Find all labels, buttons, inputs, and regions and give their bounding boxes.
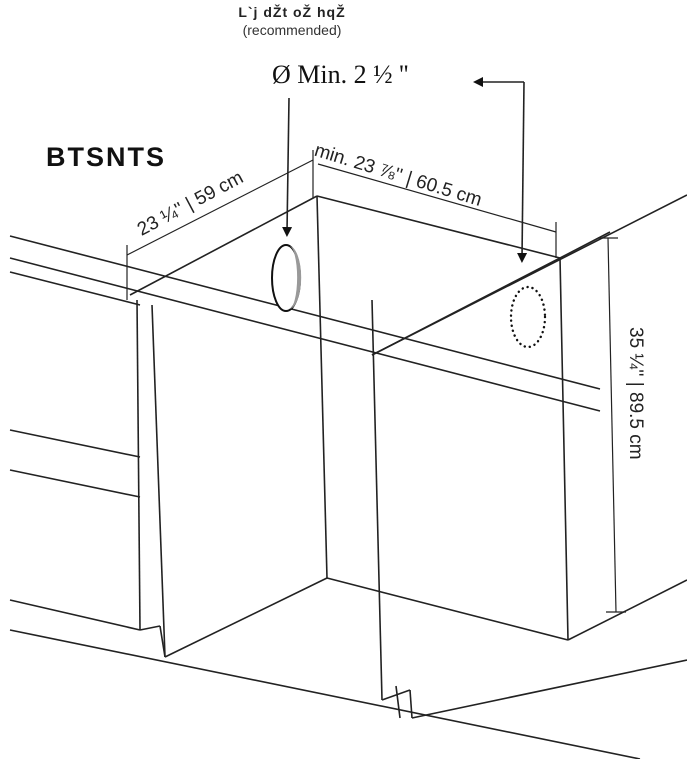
depth-dimension-line — [126, 150, 314, 300]
left-cabinet — [9, 429, 166, 658]
floor-lines — [9, 577, 687, 760]
dotted-hole-icon — [509, 285, 547, 349]
recommended-note: (recommended) — [242, 22, 342, 38]
countertop-edges — [9, 235, 601, 412]
width-dimension-line — [317, 163, 557, 258]
height-dimension-line — [598, 237, 626, 613]
hole-arrow-right — [473, 77, 528, 263]
vent-heading: L`j dŽt oŽ hqŽ — [238, 4, 346, 20]
height-dimension-label: 35 ¼'' | 89.5 cm — [625, 327, 646, 460]
hole-arrow-left — [282, 97, 293, 237]
solid-hole-icon — [271, 244, 302, 312]
hole-diameter-label: Ø Min. 2 ½ '' — [272, 60, 409, 89]
section-title: BTSNTS — [46, 142, 166, 172]
cavity-top-frame — [129, 194, 687, 356]
cavity-verticals — [136, 195, 569, 701]
